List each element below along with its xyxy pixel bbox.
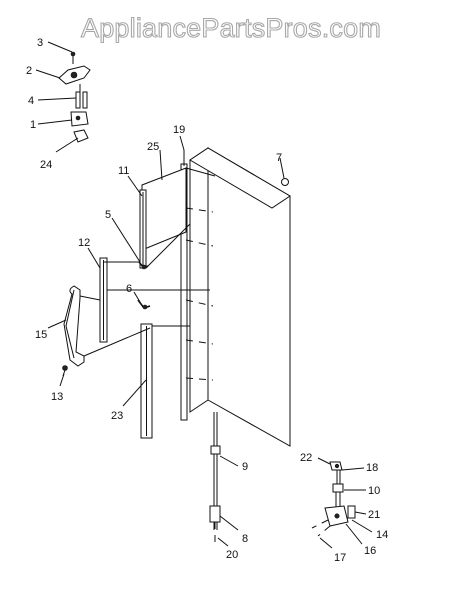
grommet — [281, 178, 289, 186]
callout-7: 7 — [276, 152, 282, 164]
callout-23: 23 — [111, 410, 123, 422]
callout-19: 19 — [173, 124, 185, 136]
callout-20: 20 — [226, 549, 238, 561]
door-panel — [185, 147, 291, 447]
callout-22: 22 — [300, 452, 312, 464]
callout-3: 3 — [37, 37, 43, 49]
callout-1: 1 — [30, 119, 36, 131]
callout-9: 9 — [242, 461, 248, 473]
callout-12: 12 — [78, 237, 90, 249]
callout-25: 25 — [147, 141, 159, 153]
gasket-channel — [180, 150, 188, 421]
trim-strip — [140, 323, 153, 439]
callout-2: 2 — [26, 65, 32, 77]
watermark: AppliancePartsPros.com — [81, 13, 381, 43]
callout-18: 18 — [366, 462, 378, 474]
callout-21: 21 — [368, 509, 380, 521]
callout-14: 14 — [376, 529, 388, 541]
callout-4: 4 — [28, 95, 34, 107]
callout-16: 16 — [364, 545, 376, 557]
callout-17: 17 — [334, 552, 346, 564]
callout-24: 24 — [40, 159, 52, 171]
callout-13: 13 — [51, 391, 63, 403]
bottom-hinge-pin — [209, 412, 221, 545]
callout-15: 15 — [35, 329, 47, 341]
top-hinge-assembly — [58, 51, 91, 143]
trim-strip — [99, 257, 108, 343]
callout-8: 8 — [242, 533, 248, 545]
callout-11: 11 — [118, 165, 129, 177]
bottom-hinge-assembly — [311, 461, 356, 537]
door-handle — [63, 285, 85, 367]
leader-lines — [35, 41, 373, 549]
callout-5: 5 — [105, 209, 111, 221]
callout-labels: 3 2 4 1 24 19 25 11 5 12 6 15 13 23 7 9 … — [26, 37, 388, 564]
clip — [137, 299, 151, 310]
trim-strip — [139, 189, 147, 269]
panel-strip — [141, 167, 187, 251]
callout-6: 6 — [126, 283, 132, 295]
assembly-lines — [79, 167, 216, 381]
callout-10: 10 — [368, 485, 380, 497]
screw — [62, 365, 68, 377]
